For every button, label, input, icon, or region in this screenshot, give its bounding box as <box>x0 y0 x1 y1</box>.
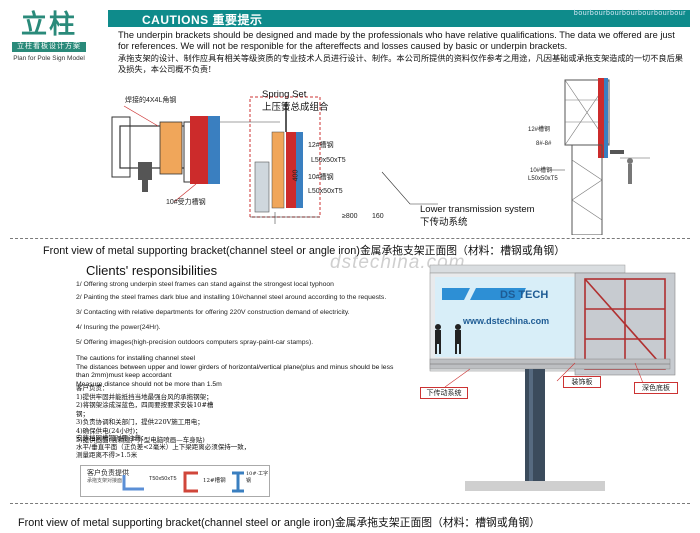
caution-bar: CAUTIONS 重要提示 bourbourbourbourbourbourbo… <box>108 10 690 27</box>
separator-bottom <box>10 503 690 504</box>
install-notes-cn: 安装挡网槽钢时要注意： 水平/垂直平面（正负差<2毫米）上下梁距离必须保持一致，… <box>76 434 266 460</box>
i-beam-icon <box>232 471 244 493</box>
section2-title: Front view of metal supporting bracket(c… <box>18 517 541 529</box>
label-160: 160 <box>372 213 384 220</box>
legend-box: 客户负责提供 承拖支架对接面 T50x50xT5 12#槽钢 10#·工字钢 <box>80 465 270 497</box>
channel-steel-icon <box>183 471 198 493</box>
legend-sub: 承拖支架对接面 <box>87 478 123 484</box>
logo-chars: 立柱 <box>20 10 77 40</box>
install-title: 安装挡网槽钢时要注意： <box>76 434 148 442</box>
callout-lower-system: 下传动系统 <box>420 387 468 399</box>
bracket-section-diagram <box>111 96 321 224</box>
client-duty-1: 1)提供牢固并能抵挡当地最强台风的承拖钢架； <box>76 392 213 401</box>
install-note-1: 水平/垂直平面（正负差<2毫米）上下梁距离必须保持一致， <box>76 442 251 451</box>
client-duty-3: 3)负责协调和关部门，提供220V施工用电； <box>76 418 204 427</box>
resp-item-1: 1/ Offering strong underpin steel frames… <box>76 281 334 288</box>
client-duties-title: 客户负责： <box>76 384 109 392</box>
caution-tag: bourbourbourbourbourbourbour <box>573 10 686 17</box>
label-400: 400 <box>292 169 300 182</box>
client-duty-5: 5)提供画面(高精度户外型电脑喷画—车身贴) <box>76 435 205 444</box>
spring-set-cn: 上压簧总成组合 <box>262 102 329 113</box>
legend-header: 客户负责提供 <box>87 469 129 477</box>
label-spec-t2: L50x50xT5 <box>308 188 343 195</box>
spring-set-en: Spring Set <box>262 89 307 100</box>
side-view-tower <box>550 78 650 235</box>
lower-system-en: Lower transmission system <box>420 204 535 215</box>
billboard-website: www.dstechina.com <box>463 316 550 326</box>
clients-title: Clients' responsibilities <box>86 263 218 278</box>
resp-item-2: 2/ Painting the steel frames dark blue a… <box>76 294 387 301</box>
callout-dark-base: 深色底板 <box>634 382 678 394</box>
resp-item-4: 4/ Insuring the power(24Hr). <box>76 324 161 331</box>
ds-logo-icon <box>442 288 526 300</box>
legend-channel: 12#槽钢 <box>203 478 226 484</box>
lower-system-cn: 下传动系统 <box>420 217 468 228</box>
client-duty-4: 4)确保供电(24小时)； <box>76 426 142 435</box>
callout-decor-board: 装饰板 <box>563 376 601 388</box>
label-10b-channel: 10#槽钢 <box>308 174 334 181</box>
caution-text-en: The underpin brackets should be designed… <box>118 30 675 51</box>
legend-channel2: 10#·工字钢 <box>246 471 269 484</box>
logo-bar: 立柱看板设计方案 <box>12 42 86 52</box>
caution-title: CAUTIONS 重要提示 <box>142 13 263 27</box>
side-label-10: 10#槽钢 <box>530 168 553 174</box>
logo: 立柱 立柱看板设计方案 Plan for Pole Sign Model <box>10 10 88 62</box>
separator-top <box>10 238 690 239</box>
install-note-2: 测量距离不得>1.5米 <box>76 451 138 460</box>
lower-system-leader <box>381 171 438 205</box>
legend-spec: T50x50xT5 <box>149 476 177 482</box>
resp-item-3: 3/ Contacting with relative departments … <box>76 309 350 316</box>
label-spec-t: L50x50xT5 <box>311 157 346 164</box>
billboard-brand: DS TECH <box>500 289 549 301</box>
side-label-12: 12#槽钢 <box>528 127 551 133</box>
client-duty-2: 2)将钢架涂成深蓝色，四周要按要求安装10#槽钢； <box>76 401 214 418</box>
resp-item-5: 5/ Offering images(high-precision outdoo… <box>76 339 314 346</box>
install-cautions-en: The cautions for installing channel stee… <box>76 355 394 388</box>
client-duties-cn: 客户负责： 1)提供牢固并能抵挡当地最强台风的承拖钢架； 2)将钢架涂成深蓝色，… <box>76 384 226 444</box>
logo-subtitle: Plan for Pole Sign Model <box>13 55 85 62</box>
label-4x4: 焊接的4X4L角钢 <box>125 97 177 104</box>
caution-text-cn: 承拖支架的设计、制作应具有相关等级资质的专业技术人员进行设计、制作。本公司所提供… <box>118 53 683 74</box>
label-800: ≥800 <box>342 213 358 220</box>
label-10-channel: 10#受力槽钢 <box>166 199 206 206</box>
angle-iron-icon <box>122 475 144 491</box>
section1-title: Front view of metal supporting bracket(c… <box>43 245 566 257</box>
label-12-channel: 12#槽钢 <box>308 142 334 149</box>
side-label-spec: L50x50xT5 <box>528 176 558 182</box>
side-label-8: 8#-8# <box>536 141 552 147</box>
